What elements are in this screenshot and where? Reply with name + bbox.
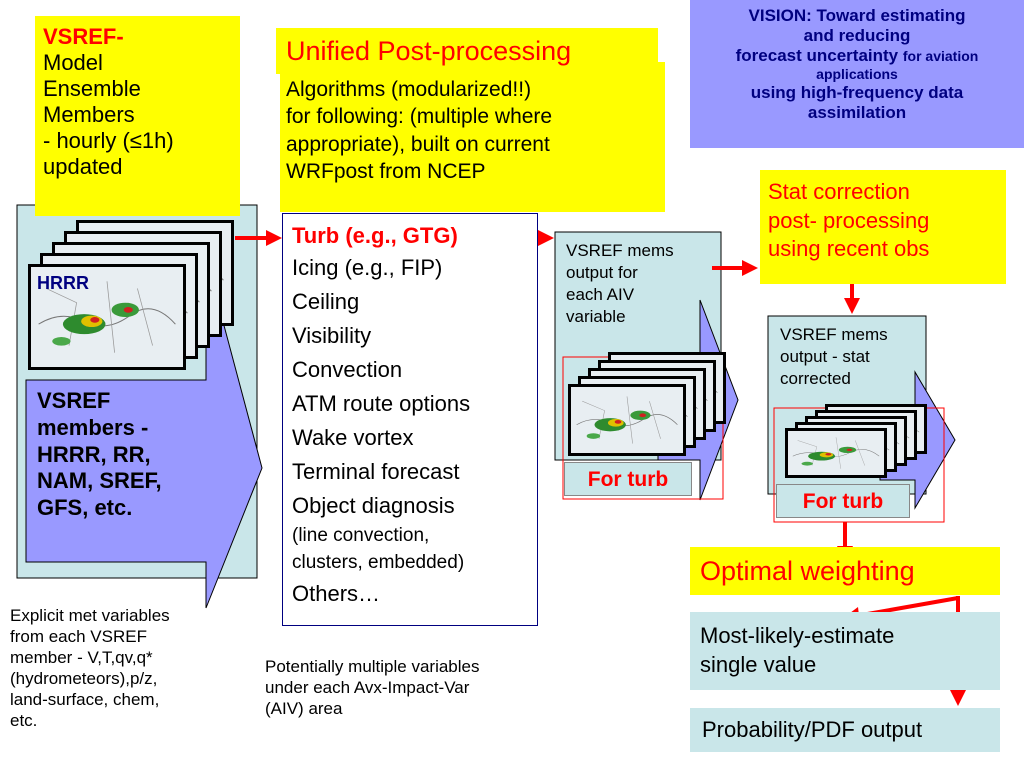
members-line-3: HRRR, RR, bbox=[37, 441, 151, 467]
corrected-output-text: VSREF mems output - stat corrected bbox=[780, 324, 888, 390]
aiv-small-line-2: clusters, embedded) bbox=[292, 551, 465, 573]
vision-line-4: applications bbox=[816, 66, 898, 83]
vsref-line-2: Ensemble bbox=[43, 75, 141, 101]
aiv-note-line-2: under each Avx-Impact-Var bbox=[265, 678, 470, 698]
vision-line-6: assimilation bbox=[807, 102, 907, 122]
mems-output-line-4: variable bbox=[566, 307, 626, 327]
unified-line-4: WRFpost from NCEP bbox=[286, 159, 486, 183]
probability-box: Probability/PDF output bbox=[690, 708, 1000, 752]
stat-correction-box: Stat correction post- processing using r… bbox=[760, 170, 1006, 284]
explicit-line-1: Explicit met variables bbox=[10, 606, 170, 625]
mems-output-line-3: each AIV bbox=[566, 285, 635, 305]
unified-line-1: Algorithms (modularized!!) bbox=[286, 78, 532, 101]
aiv-item-icing: Icing (e.g., FIP) bbox=[292, 254, 443, 280]
vsref-model-box: VSREF- Model Ensemble Members - hourly (… bbox=[35, 16, 240, 216]
members-line-5: GFS, etc. bbox=[37, 495, 133, 521]
aiv-item-terminal: Terminal forecast bbox=[292, 459, 460, 485]
mems-output-text: VSREF mems output for each AIV variable bbox=[566, 240, 674, 328]
vsref-title: VSREF- bbox=[43, 24, 124, 49]
members-arrow bbox=[25, 257, 263, 609]
aiv-item-others: Others… bbox=[292, 580, 381, 606]
members-panel-text: VSREF members - HRRR, RR, NAM, SREF, GFS… bbox=[37, 388, 162, 522]
vsref-line-1: Model bbox=[43, 49, 103, 75]
explicit-line-4: (hydrometeors),p/z, bbox=[10, 668, 158, 688]
stat-line-3: using recent obs bbox=[768, 236, 930, 262]
vision-line-2: and reducing bbox=[803, 26, 911, 46]
corrected-line-2: output - stat bbox=[780, 347, 870, 367]
aiv-item-turb: Turb (e.g., GTG) bbox=[292, 223, 458, 248]
explicit-note: Explicit met variables from each VSREF m… bbox=[10, 606, 170, 731]
aiv-item-wake-vortex: Wake vortex bbox=[292, 425, 414, 451]
explicit-line-5: land-surface, chem, bbox=[10, 689, 160, 709]
aiv-note: Potentially multiple variables under eac… bbox=[265, 656, 480, 719]
aiv-item-visibility: Visibility bbox=[292, 322, 372, 348]
optimal-weighting-box: Optimal weighting bbox=[690, 547, 1000, 595]
aiv-note-line-3: (AIV) area bbox=[265, 699, 343, 719]
map-thumbnail bbox=[785, 428, 887, 478]
vision-line-3a: forecast uncertainty bbox=[735, 46, 899, 66]
corrected-line-1: VSREF mems bbox=[780, 325, 888, 344]
vsref-line-4: - hourly (≤1h) bbox=[43, 127, 174, 153]
stat-line-2: post- processing bbox=[768, 207, 930, 233]
unified-title: Unified Post-processing bbox=[286, 36, 572, 66]
aiv-item-atm-route: ATM route options bbox=[292, 390, 471, 416]
aiv-item-object: Object diagnosis bbox=[292, 493, 455, 519]
vision-box: VISION: Toward estimating and reducing f… bbox=[690, 0, 1024, 148]
vision-line-3b: for aviation bbox=[902, 48, 979, 65]
vision-line-5: using high-frequency data bbox=[750, 82, 964, 102]
unified-box: Algorithms (modularized!!) for following… bbox=[280, 62, 665, 212]
most-likely-line-1: Most-likely-estimate bbox=[700, 623, 895, 648]
aiv-small-line-1: (line convection, bbox=[292, 525, 430, 547]
map-thumbnail bbox=[568, 384, 686, 456]
aiv-list-box: Turb (e.g., GTG) Icing (e.g., FIP) Ceili… bbox=[282, 213, 538, 626]
explicit-line-3: member - V,T,qv,q* bbox=[10, 647, 153, 667]
aiv-note-line-1: Potentially multiple variables bbox=[265, 657, 480, 676]
members-line-2: members - bbox=[37, 414, 149, 440]
most-likely-box: Most-likely-estimate single value bbox=[690, 612, 1000, 690]
unified-line-2: for following: (multiple where bbox=[286, 105, 553, 129]
map-thumbnail bbox=[28, 264, 186, 370]
explicit-line-6: etc. bbox=[10, 710, 38, 730]
vision-line-1: VISION: Toward estimating bbox=[748, 6, 966, 25]
mems-output-line-1: VSREF mems bbox=[566, 241, 674, 260]
aiv-item-ceiling: Ceiling bbox=[292, 288, 360, 314]
unified-line-3: appropriate), built on current bbox=[286, 132, 550, 156]
most-likely-line-2: single value bbox=[700, 651, 817, 677]
map-label-hrrr: HRRR bbox=[37, 273, 89, 293]
corrected-line-3: corrected bbox=[780, 369, 851, 389]
members-line-1: VSREF bbox=[37, 388, 111, 413]
mems-output-line-2: output for bbox=[566, 263, 638, 283]
corrected-for-turb: For turb bbox=[776, 484, 910, 518]
explicit-line-2: from each VSREF bbox=[10, 626, 147, 646]
vsref-line-3: Members bbox=[43, 101, 135, 127]
members-line-4: NAM, SREF, bbox=[37, 468, 162, 494]
mems-for-turb: For turb bbox=[564, 462, 692, 496]
stat-line-1: Stat correction bbox=[768, 179, 910, 204]
vsref-line-5: updated bbox=[43, 153, 123, 179]
aiv-item-convection: Convection bbox=[292, 356, 403, 382]
